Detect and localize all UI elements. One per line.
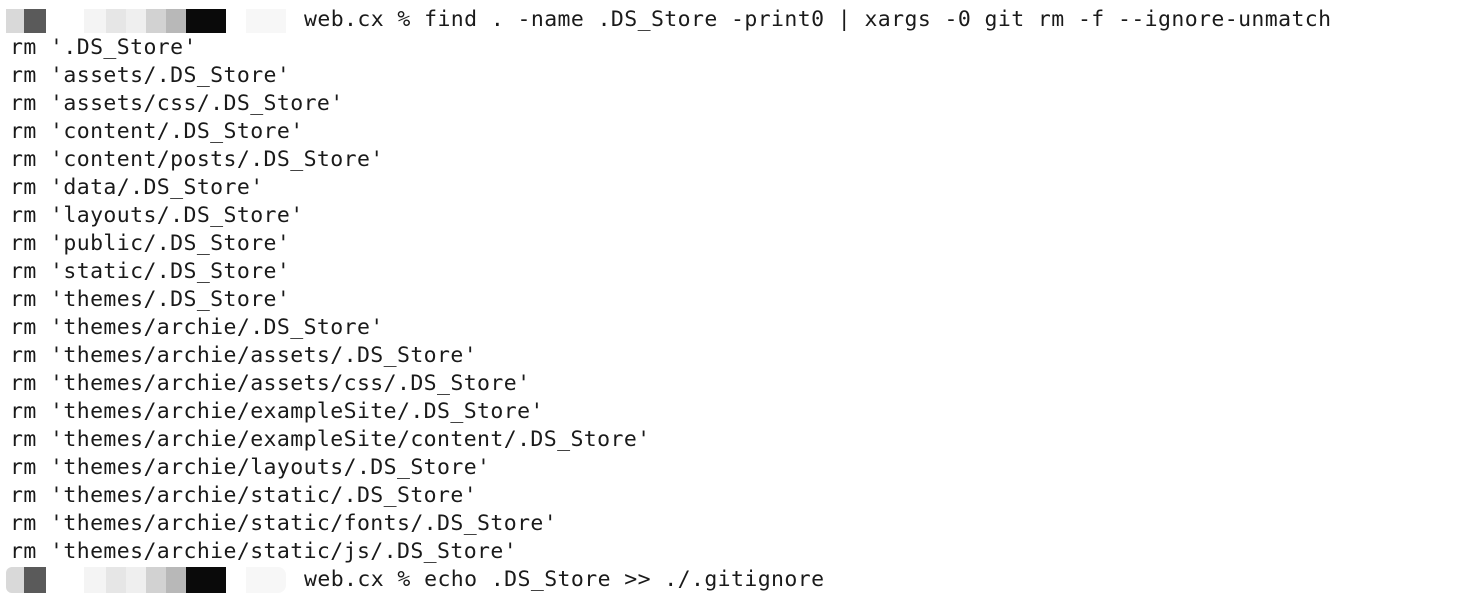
output-line: rm 'themes/archie/static/.DS_Store' — [10, 483, 478, 508]
output-line: rm 'content/.DS_Store' — [10, 119, 304, 144]
output-line: rm 'assets/.DS_Store' — [10, 63, 291, 88]
output-line: rm 'themes/archie/static/js/.DS_Store' — [10, 539, 518, 564]
output-line: rm '.DS_Store' — [10, 35, 197, 60]
output-line: rm 'layouts/.DS_Store' — [10, 203, 304, 228]
output-line: rm 'themes/archie/static/fonts/.DS_Store… — [10, 511, 558, 536]
output-line: rm 'themes/archie/.DS_Store' — [10, 315, 384, 340]
output-line: rm 'themes/archie/layouts/.DS_Store' — [10, 455, 491, 480]
output-line: rm 'themes/archie/assets/.DS_Store' — [10, 343, 478, 368]
output-line: rm 'public/.DS_Store' — [10, 231, 291, 256]
output-line: rm 'themes/archie/exampleSite/.DS_Store' — [10, 399, 544, 424]
output-line: rm 'content/posts/.DS_Store' — [10, 147, 384, 172]
command-text: web.cx % echo .DS_Store >> ./.gitignore — [304, 567, 825, 592]
output-line: rm 'themes/archie/assets/css/.DS_Store' — [10, 371, 531, 396]
redacted-user-path — [6, 567, 296, 593]
output-line: rm 'themes/.DS_Store' — [10, 287, 291, 312]
output-line: rm 'assets/css/.DS_Store' — [10, 91, 344, 116]
prompt-line-find: web.cx % find . -name .DS_Store -print0 … — [0, 6, 1331, 34]
redacted-user-path — [6, 9, 296, 33]
output-line: rm 'themes/archie/exampleSite/content/.D… — [10, 427, 651, 452]
output-line: rm 'data/.DS_Store' — [10, 175, 264, 200]
output-line: rm 'static/.DS_Store' — [10, 259, 291, 284]
prompt-line-echo: web.cx % echo .DS_Store >> ./.gitignore — [0, 566, 824, 594]
command-text: web.cx % find . -name .DS_Store -print0 … — [304, 7, 1332, 32]
